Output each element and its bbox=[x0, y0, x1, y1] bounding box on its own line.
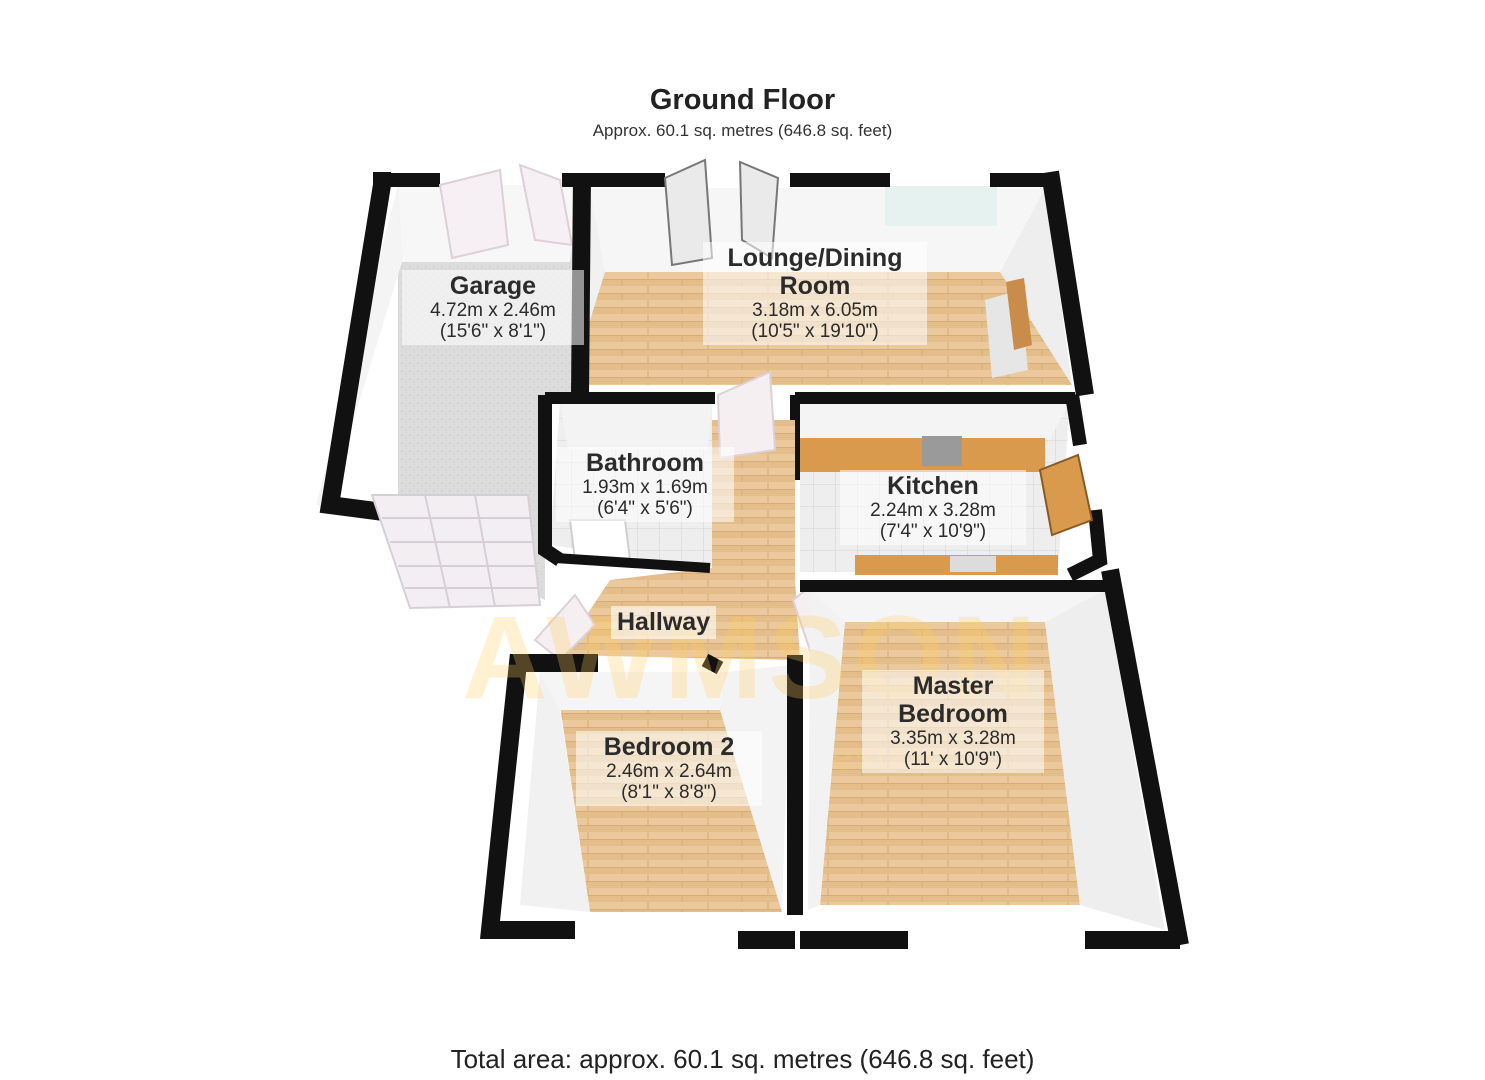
bathroom-label: Bathroom 1.93m x 1.69m (6'4" x 5'6") bbox=[556, 447, 734, 522]
master-bedroom-dim-imperial: (11' x 10'9") bbox=[903, 749, 1003, 771]
garage-label: Garage 4.72m x 2.46m (15'6" x 8'1") bbox=[402, 270, 584, 345]
bedroom2-dim-imperial: (8'1" x 8'8") bbox=[621, 782, 717, 804]
master-bedroom-label: Master Bedroom 3.35m x 3.28m (11' x 10'9… bbox=[862, 670, 1044, 773]
garage-rear-doors bbox=[438, 163, 574, 260]
lounge-name-line2: Room bbox=[779, 272, 851, 300]
garage-dim-metric: 4.72m x 2.46m bbox=[430, 300, 556, 321]
bedroom2-name: Bedroom 2 bbox=[603, 733, 735, 761]
floor-area-subtitle: Approx. 60.1 sq. metres (646.8 sq. feet) bbox=[592, 121, 893, 140]
total-area-footer: Total area: approx. 60.1 sq. metres (646… bbox=[450, 1044, 1035, 1074]
garage-name: Garage bbox=[449, 272, 537, 300]
hallway-label: Hallway bbox=[611, 606, 717, 639]
lounge-dim-metric: 3.18m x 6.05m bbox=[752, 300, 878, 321]
lounge-label: Lounge/Dining Room 3.18m x 6.05m (10'5" … bbox=[703, 242, 927, 345]
kitchen-name: Kitchen bbox=[887, 472, 979, 500]
master-bedroom-name-line2: Bedroom bbox=[898, 700, 1008, 728]
bathroom-dim-imperial: (6'4" x 5'6") bbox=[597, 498, 693, 520]
kitchen-label: Kitchen 2.24m x 3.28m (7'4" x 10'9") bbox=[840, 470, 1026, 545]
master-bedroom-dim-metric: 3.35m x 3.28m bbox=[890, 728, 1016, 749]
kitchen-dim-imperial: (7'4" x 10'9") bbox=[879, 521, 987, 543]
bathroom-dim-metric: 1.93m x 1.69m bbox=[582, 477, 708, 498]
bedroom2-label: Bedroom 2 2.46m x 2.64m (8'1" x 8'8") bbox=[576, 731, 762, 806]
bedroom2-dim-metric: 2.46m x 2.64m bbox=[606, 761, 732, 782]
kitchen-dim-metric: 2.24m x 3.28m bbox=[870, 500, 996, 521]
garage-door bbox=[370, 494, 542, 610]
master-bedroom-name-line1: Master bbox=[912, 672, 994, 700]
lounge-name-line1: Lounge/Dining bbox=[727, 244, 903, 272]
lounge-dim-imperial: (10'5" x 19'10") bbox=[751, 321, 879, 343]
floor-title: Ground Floor bbox=[649, 84, 836, 116]
garage-dim-imperial: (15'6" x 8'1") bbox=[439, 321, 547, 343]
bathroom-name: Bathroom bbox=[585, 449, 705, 477]
fireplace bbox=[985, 278, 1032, 378]
